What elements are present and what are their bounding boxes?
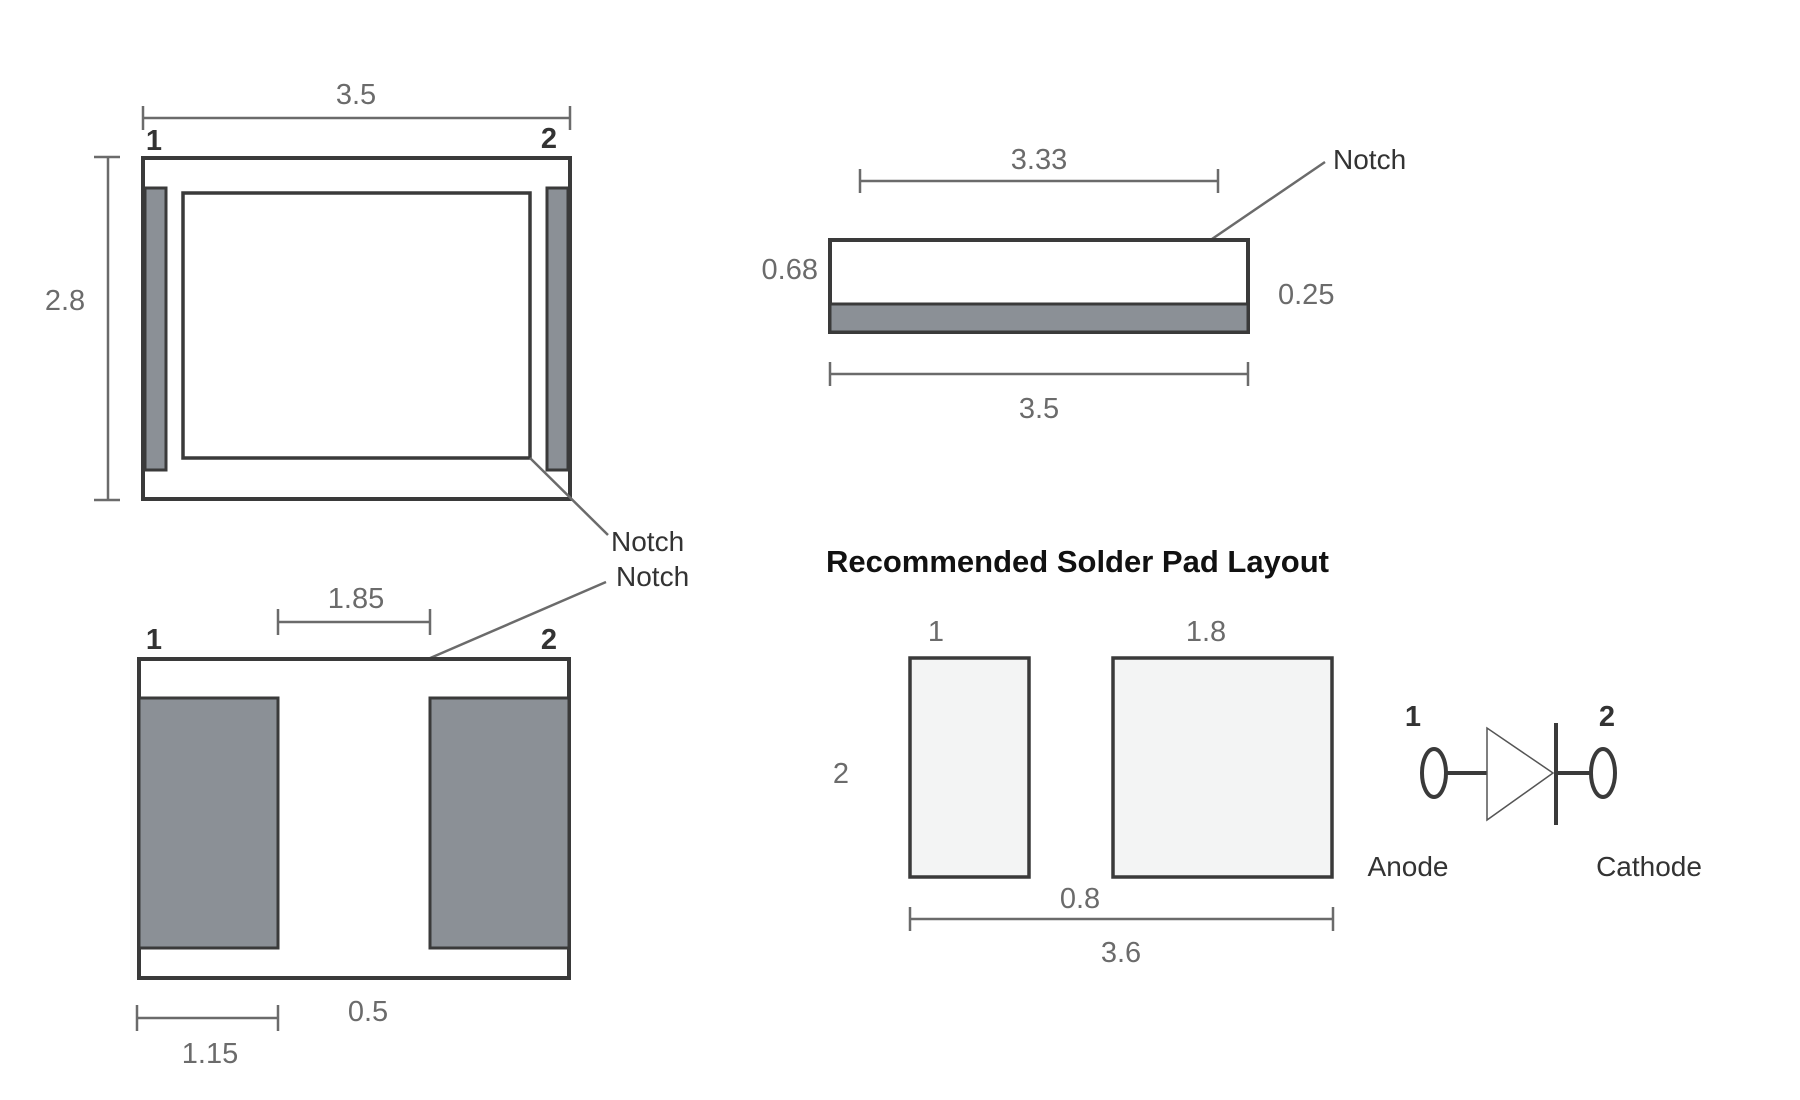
bottom-notch-label: Notch [616, 561, 689, 592]
diode-triangle-icon [1486, 726, 1555, 822]
side-height-label: 0.68 [762, 254, 818, 286]
pad-total-width-label: 3.6 [1101, 937, 1141, 969]
top-lens-window [181, 191, 532, 460]
anode-terminal-icon [1420, 747, 1448, 799]
top-pin2-label: 2 [541, 123, 557, 155]
cathode-label: Cathode [1596, 851, 1702, 882]
top-terminal-left [143, 186, 168, 472]
pad-gap-label: 0.8 [1060, 883, 1100, 915]
bottom-notch-leader [427, 580, 607, 661]
bottom-pad-label: 1.15 [182, 1038, 238, 1070]
pad1-width-label: 1 [928, 616, 944, 648]
symbol-pin1-label: 1 [1405, 701, 1421, 733]
side-view: 3.33 Notch 0.68 0.25 3.5 [762, 144, 1407, 425]
top-height-dim-label: 2.8 [45, 285, 85, 317]
side-notch-width-label: 3.33 [1011, 144, 1067, 176]
bottom-gap-label: 1.85 [328, 583, 384, 615]
side-length-label: 3.5 [1019, 393, 1059, 425]
solder-pad-1 [908, 656, 1031, 879]
bottom-edge-label: 0.5 [348, 996, 388, 1028]
solder-pad-layout: Recommended Solder Pad Layout 1 1.8 2 0.… [826, 544, 1335, 969]
bottom-pad-right [428, 696, 571, 950]
pad-height-label: 2 [833, 758, 849, 790]
bottom-pin1-label: 1 [146, 624, 162, 656]
side-base-layer [828, 302, 1250, 334]
solder-pad-title: Recommended Solder Pad Layout [826, 544, 1329, 579]
anode-label: Anode [1368, 851, 1449, 882]
top-pin1-label: 1 [146, 125, 162, 157]
solder-pad-2 [1111, 656, 1334, 879]
top-terminal-right [545, 186, 570, 472]
symbol-pin2-label: 2 [1599, 701, 1615, 733]
diode-symbol: 1 2 Anode Cathode [1368, 701, 1702, 882]
cathode-terminal-icon [1589, 747, 1617, 799]
pad2-width-label: 1.8 [1186, 616, 1226, 648]
side-notch-label: Notch [1333, 144, 1406, 175]
bottom-view: Notch 1.85 1 2 0.5 1.15 [135, 561, 689, 1070]
top-view: 3.5 2.8 1 2 Notch [45, 79, 684, 557]
top-notch-leader [529, 457, 609, 536]
side-notch-leader [1211, 160, 1326, 241]
top-width-dim-label: 3.5 [336, 79, 376, 111]
bottom-pin2-label: 2 [541, 624, 557, 656]
top-notch-label: Notch [611, 526, 684, 557]
side-base-label: 0.25 [1278, 279, 1334, 311]
bottom-pad-left [137, 696, 280, 950]
